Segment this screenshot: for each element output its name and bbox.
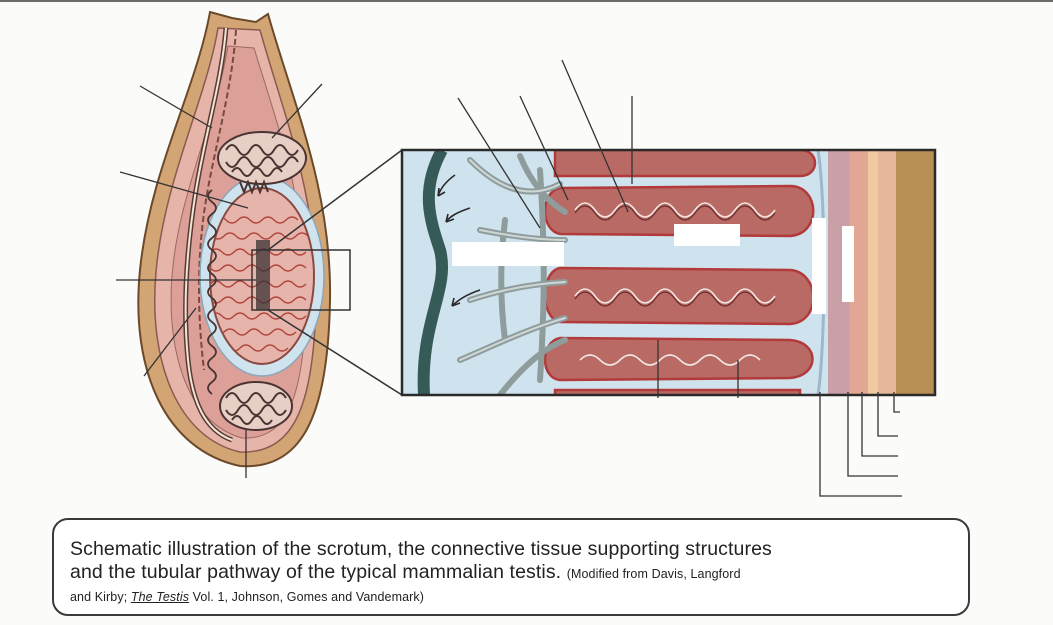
caption-line-3: and Kirby; The Testis Vol. 1, Johnson, G… [70,586,954,609]
fascia-band [868,150,878,395]
skin-band [896,150,936,395]
caption-citation-start: (Modified from Davis, Langford [567,567,741,581]
label-blank-4 [842,226,854,302]
scrotum-illustration [116,12,402,478]
caption-citation-authors: and Kirby; [70,590,127,604]
caption-book-title: The Testis [131,590,189,604]
caption-line-2: and the tubular pathway of the typical m… [70,561,954,586]
label-blank-2 [674,224,740,246]
caption-line-1: Schematic illustration of the scrotum, t… [70,538,954,561]
magnified-inset [402,60,936,496]
caption-text-2: and the tubular pathway of the typical m… [70,561,561,583]
caption-text-1: Schematic illustration of the scrotum, t… [70,538,772,560]
caption-box: Schematic illustration of the scrotum, t… [52,518,970,616]
seminiferous-tubules [545,150,815,400]
dartos-band [878,150,896,395]
testis-diagram [0,0,1053,515]
label-blank-1 [452,242,564,266]
epididymis-tail [220,382,292,430]
caption-citation-end: Vol. 1, Johnson, Gomes and Vandemark) [193,590,424,604]
label-blank-3 [812,218,826,314]
